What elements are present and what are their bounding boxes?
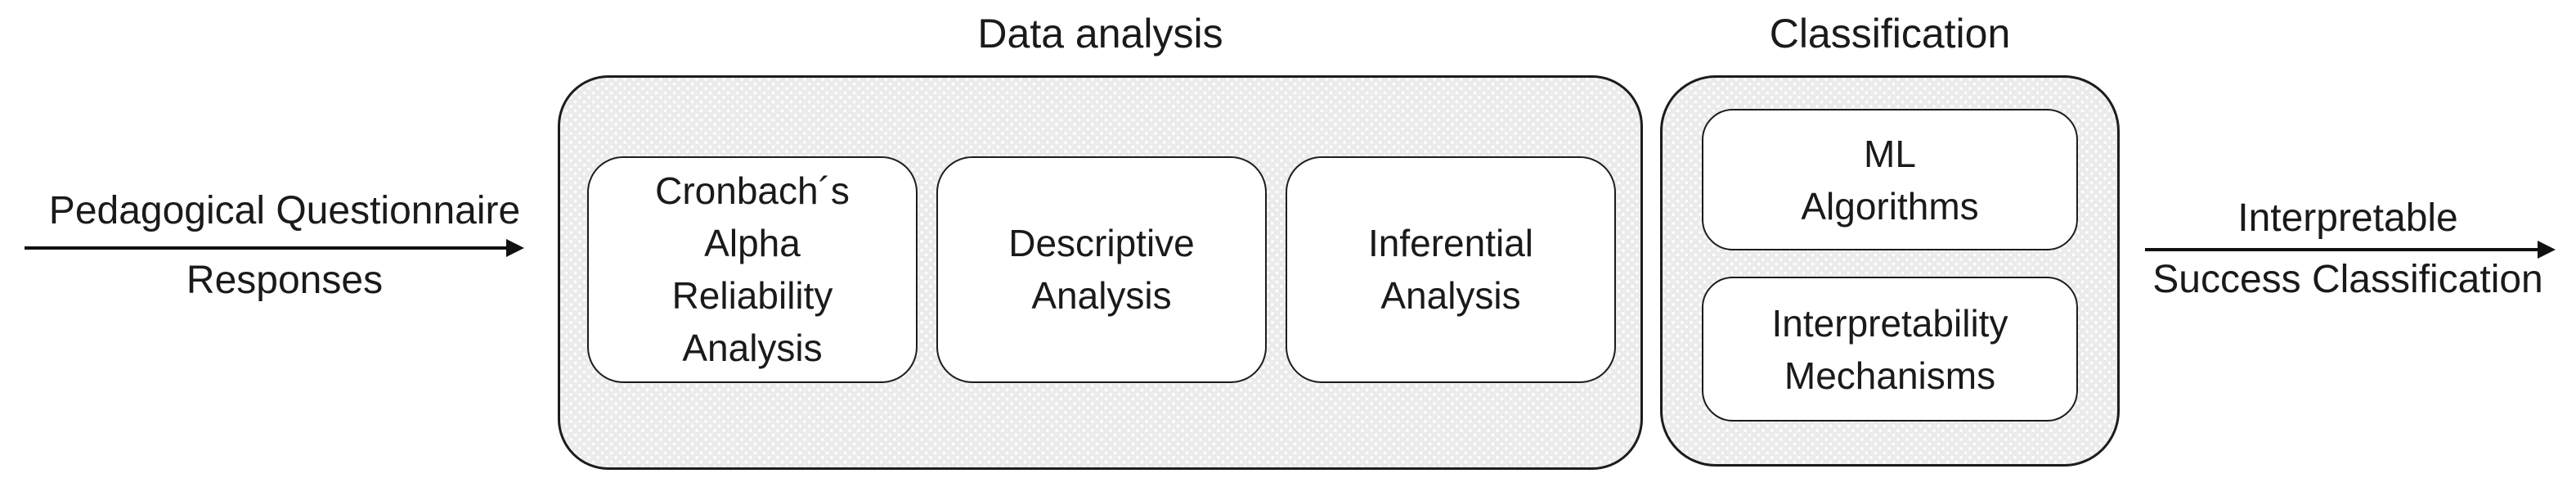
box-descriptive-analysis: Descriptive Analysis bbox=[936, 156, 1267, 383]
arrowhead-right-icon bbox=[2538, 241, 2556, 259]
output-flow-label: Interpretable Success Classification bbox=[2128, 197, 2568, 301]
data-analysis-group: Cronbach´s Alpha Reliability Analysis De… bbox=[558, 75, 1643, 470]
output-label-line1: Interpretable bbox=[2237, 196, 2458, 240]
classification-title: Classification bbox=[1769, 11, 2011, 56]
input-label-line1: Pedagogical Questionnaire bbox=[48, 189, 521, 232]
classification-group: ML Algorithms Interpretability Mechanism… bbox=[1660, 75, 2120, 467]
box-ml-algorithms: ML Algorithms bbox=[1702, 109, 2078, 250]
box-cronbach-alpha-reliability-analysis: Cronbach´s Alpha Reliability Analysis bbox=[587, 156, 918, 383]
data-analysis-title: Data analysis bbox=[977, 11, 1223, 56]
input-arrow bbox=[25, 239, 524, 257]
box-interpretability-mechanisms: Interpretability Mechanisms bbox=[1702, 277, 2078, 422]
box-inferential-analysis: Inferential Analysis bbox=[1286, 156, 1616, 383]
input-label-line2: Responses bbox=[186, 259, 384, 302]
input-flow-label: Pedagogical Questionnaire Responses bbox=[3, 190, 566, 302]
output-arrow bbox=[2145, 241, 2556, 259]
arrowhead-right-icon bbox=[506, 239, 524, 257]
output-label-line2: Success Classification bbox=[2152, 258, 2543, 301]
